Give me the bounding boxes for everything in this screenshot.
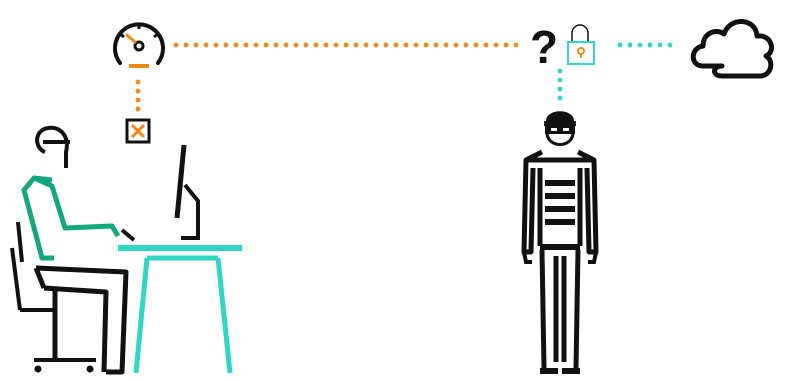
teal-dotted-connector	[558, 43, 673, 101]
monitor	[177, 145, 198, 238]
orange-dotted-connector	[136, 43, 519, 112]
padlock-icon	[568, 25, 594, 64]
question-mark: ?	[530, 21, 558, 73]
blocked-x-icon	[127, 120, 149, 142]
masked-thief-icon	[524, 111, 596, 374]
desk	[118, 248, 242, 373]
user-at-desk-icon	[12, 128, 134, 373]
speedometer-icon	[115, 23, 163, 66]
cloud-icon	[693, 21, 771, 76]
